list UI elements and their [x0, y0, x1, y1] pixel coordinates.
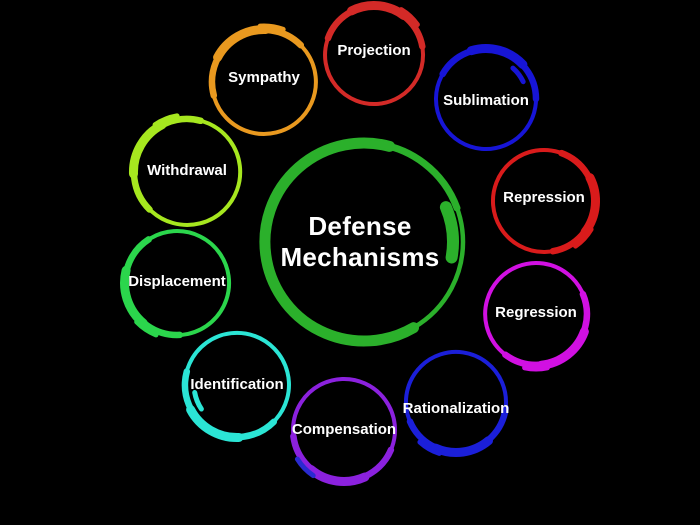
brush-stroke	[369, 139, 461, 212]
node-label: Sublimation	[443, 92, 529, 109]
center-title-line2: Mechanisms	[280, 242, 440, 272]
node-label: Projection	[337, 42, 410, 59]
node-rationalization: Rationalization	[403, 349, 510, 457]
node-label: Withdrawal	[147, 162, 227, 179]
brush-stroke	[294, 456, 316, 479]
node-identification: Identification	[181, 330, 291, 443]
brush-stroke	[573, 226, 594, 249]
node-projection: Projection	[323, 1, 426, 106]
brush-stroke	[134, 319, 159, 338]
center-title-line1: Defense	[308, 211, 412, 241]
brush-stroke	[580, 173, 600, 237]
brush-stroke	[257, 23, 286, 32]
node-compensation: Compensation	[290, 377, 397, 486]
brush-stroke	[417, 439, 442, 456]
brush-stroke	[152, 113, 180, 128]
brush-stroke	[347, 1, 409, 20]
brush-stroke	[120, 265, 148, 328]
center-circle	[259, 137, 466, 347]
brush-stroke	[536, 327, 589, 370]
node-label: Identification	[190, 376, 283, 393]
brush-stroke	[128, 120, 167, 179]
node-label: Sympathy	[228, 69, 300, 86]
brush-stroke	[259, 137, 419, 347]
node-displacement: Displacement	[120, 229, 232, 339]
node-label: Compensation	[292, 421, 396, 438]
center-title: Defense Mechanisms	[210, 211, 510, 273]
node-label: Displacement	[128, 273, 226, 290]
node-label: Repression	[503, 189, 585, 206]
node-regression: Regression	[483, 261, 591, 372]
node-withdrawal: Withdrawal	[128, 113, 243, 227]
brush-stroke	[186, 405, 244, 443]
node-label: Regression	[495, 304, 577, 321]
brush-stroke	[439, 201, 459, 264]
brush-stroke	[398, 7, 420, 28]
node-sympathy: Sympathy	[208, 23, 318, 136]
brush-stroke	[510, 65, 526, 85]
brush-stroke	[213, 24, 271, 62]
brush-stroke	[466, 44, 528, 70]
brush-stroke	[522, 365, 550, 372]
brush-stroke	[431, 436, 493, 457]
node-sublimation: Sublimation	[434, 44, 540, 152]
brush-stroke	[306, 465, 370, 486]
brush-stroke	[192, 390, 204, 412]
node-label: Rationalization	[403, 400, 510, 417]
node-repression: Repression	[490, 148, 600, 255]
